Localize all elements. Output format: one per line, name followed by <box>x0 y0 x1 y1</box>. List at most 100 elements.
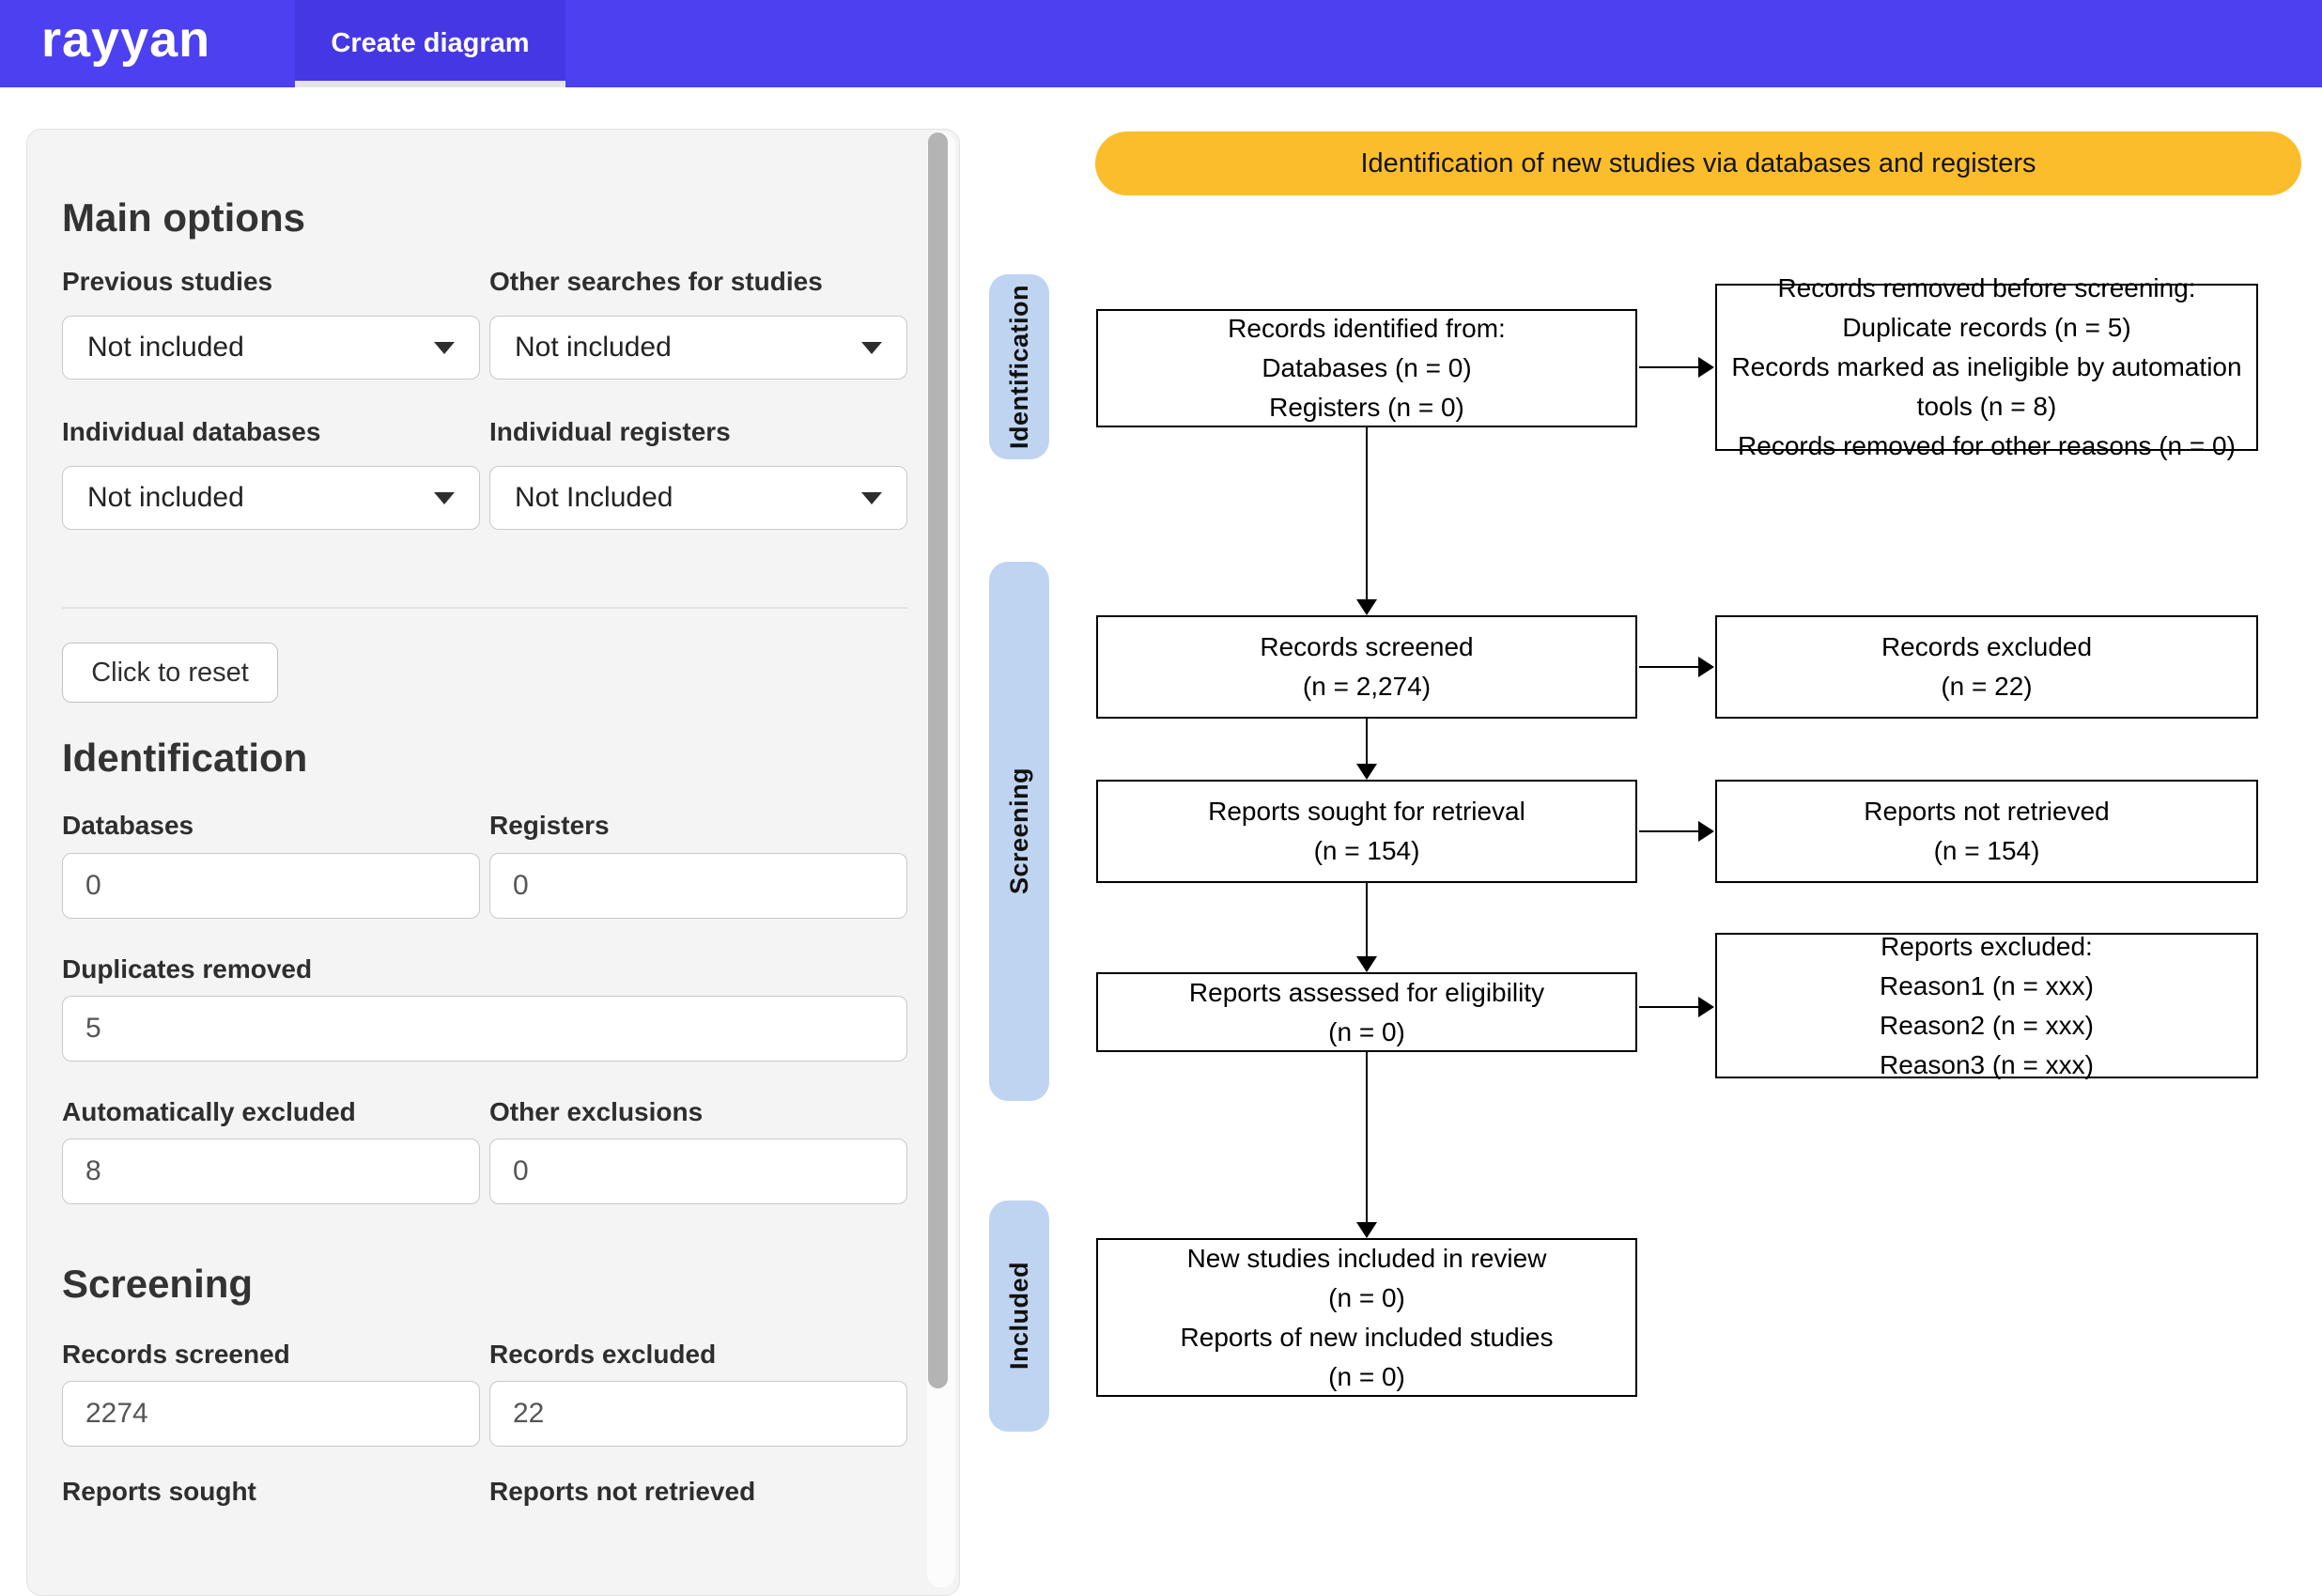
box-line: Records removed before screening: <box>1777 273 2196 302</box>
stage-label-identification: Identification <box>1004 285 1033 449</box>
stage-label-screening: Screening <box>1004 767 1033 895</box>
box-records-screened: Records screened (n = 2,274) <box>1096 615 1637 719</box>
arrow-line <box>1366 883 1368 956</box>
tab-active-underline <box>295 81 565 87</box>
other-exclusions-label: Other exclusions <box>489 1097 704 1126</box>
reset-button[interactable]: Click to reset <box>62 643 278 703</box>
box-reports-sought: Reports sought for retrieval (n = 154) <box>1096 780 1637 883</box>
other-searches-select[interactable]: Not included <box>489 316 907 380</box>
box-line: Registers (n = 0) <box>1269 393 1464 422</box>
box-line: (n = 0) <box>1328 1361 1405 1391</box>
arrow-right-icon <box>1698 657 1714 677</box>
registers-input[interactable] <box>489 853 907 919</box>
stage-pill-screening: Screening <box>989 562 1049 1101</box>
box-line: (n = 0) <box>1328 1016 1405 1046</box>
box-line: (n = 2,274) <box>1302 672 1432 701</box>
panel-scrollbar-thumb[interactable] <box>928 132 948 1388</box>
box-line: Reason2 (n = xxx) <box>1880 1010 2094 1040</box>
reports-sought-label: Reports sought <box>62 1477 256 1506</box>
box-line: (n = 22) <box>1941 672 2033 701</box>
individual-registers-label: Individual registers <box>489 417 731 446</box>
box-reports-assessed: Reports assessed for eligibility (n = 0) <box>1096 972 1637 1052</box>
stage-pill-included: Included <box>989 1201 1049 1432</box>
arrow-down-icon <box>1356 956 1377 972</box>
main-options-title: Main options <box>62 195 305 240</box>
arrow-right-icon <box>1698 357 1714 378</box>
box-line: Records excluded <box>1881 632 2093 661</box>
arrow-line <box>1639 830 1699 832</box>
box-line: Reason3 (n = xxx) <box>1880 1049 2094 1079</box>
stage-pill-identification: Identification <box>989 274 1049 459</box>
arrow-line <box>1366 427 1368 599</box>
individual-databases-label: Individual databases <box>62 417 321 446</box>
box-line: (n = 0) <box>1328 1282 1405 1312</box>
box-line: Records marked as ineligible by automati… <box>1731 352 2242 421</box>
box-reports-excluded-reasons: Reports excluded: Reason1 (n = xxx) Reas… <box>1715 932 2258 1079</box>
previous-studies-label: Previous studies <box>62 267 273 296</box>
tab-create-diagram[interactable]: Create diagram <box>295 0 565 87</box>
arrow-down-icon <box>1356 764 1377 780</box>
arrow-line <box>1639 366 1699 368</box>
panel-scrollbar-track[interactable] <box>927 132 955 1588</box>
identification-title: Identification <box>62 736 308 780</box>
previous-studies-select[interactable]: Not included <box>62 316 480 380</box>
box-records-removed: Records removed before screening: Duplic… <box>1715 273 2258 460</box>
automatically-excluded-input[interactable] <box>62 1139 480 1204</box>
databases-input[interactable] <box>62 853 480 919</box>
records-screened-input[interactable] <box>62 1381 480 1447</box>
app-header: rayyan Create diagram <box>0 0 2322 87</box>
box-line: Records screened <box>1260 632 1474 661</box>
arrow-line <box>1639 1006 1699 1008</box>
chevron-down-icon <box>434 341 455 354</box>
records-excluded-input[interactable] <box>489 1381 907 1447</box>
arrow-line <box>1366 1052 1368 1222</box>
arrow-right-icon <box>1698 997 1714 1017</box>
section-divider <box>62 607 907 609</box>
tab-label: Create diagram <box>331 28 530 58</box>
other-searches-value: Not included <box>515 332 672 363</box>
screening-title: Screening <box>62 1262 254 1306</box>
box-line: Databases (n = 0) <box>1262 353 1472 382</box>
individual-databases-select[interactable]: Not included <box>62 466 480 530</box>
box-new-studies-included: New studies included in review (n = 0) R… <box>1096 1238 1637 1397</box>
individual-databases-value: Not included <box>87 482 244 513</box>
other-searches-label: Other searches for studies <box>489 267 823 296</box>
box-records-excluded: Records excluded (n = 22) <box>1715 615 2258 719</box>
individual-registers-select[interactable]: Not Included <box>489 466 907 530</box>
box-line: (n = 154) <box>1313 836 1420 865</box>
box-line: Records identified from: <box>1228 314 1506 343</box>
automatically-excluded-label: Automatically excluded <box>62 1097 356 1126</box>
box-line: (n = 154) <box>1933 836 2040 865</box>
diagram-title-banner: Identification of new studies via databa… <box>1095 132 2301 195</box>
arrow-down-icon <box>1356 1222 1377 1238</box>
databases-label: Databases <box>62 811 194 840</box>
arrow-line <box>1366 719 1368 764</box>
box-line: Reports not retrieved <box>1864 797 2110 826</box>
records-screened-label: Records screened <box>62 1340 290 1369</box>
chevron-down-icon <box>861 341 882 354</box>
box-line: New studies included in review <box>1186 1243 1547 1273</box>
stage-label-included: Included <box>1004 1262 1033 1371</box>
box-line: Reports assessed for eligibility <box>1188 977 1545 1007</box>
box-line: Reports of new included studies <box>1180 1322 1554 1352</box>
box-reports-not-retrieved: Reports not retrieved (n = 154) <box>1715 780 2258 883</box>
records-excluded-label: Records excluded <box>489 1340 717 1369</box>
duplicates-removed-input[interactable] <box>62 996 907 1061</box>
box-line: Reason1 (n = xxx) <box>1880 970 2094 1000</box>
chevron-down-icon <box>861 491 882 504</box>
individual-registers-value: Not Included <box>515 482 673 513</box>
box-line: Records removed for other reasons (n = 0… <box>1738 431 2236 460</box>
box-records-identified: Records identified from: Databases (n = … <box>1096 309 1637 427</box>
box-line: Duplicate records (n = 5) <box>1842 313 2131 342</box>
box-line: Reports sought for retrieval <box>1208 797 1525 826</box>
arrow-right-icon <box>1698 821 1714 842</box>
previous-studies-value: Not included <box>87 332 244 363</box>
reports-not-retrieved-label: Reports not retrieved <box>489 1477 756 1506</box>
arrow-line <box>1639 666 1699 668</box>
box-line: Reports excluded: <box>1881 931 2093 961</box>
duplicates-removed-label: Duplicates removed <box>62 954 313 984</box>
other-exclusions-input[interactable] <box>489 1139 907 1204</box>
chevron-down-icon <box>434 491 455 504</box>
arrow-down-icon <box>1356 599 1377 615</box>
rayyan-logo: rayyan <box>41 11 211 68</box>
